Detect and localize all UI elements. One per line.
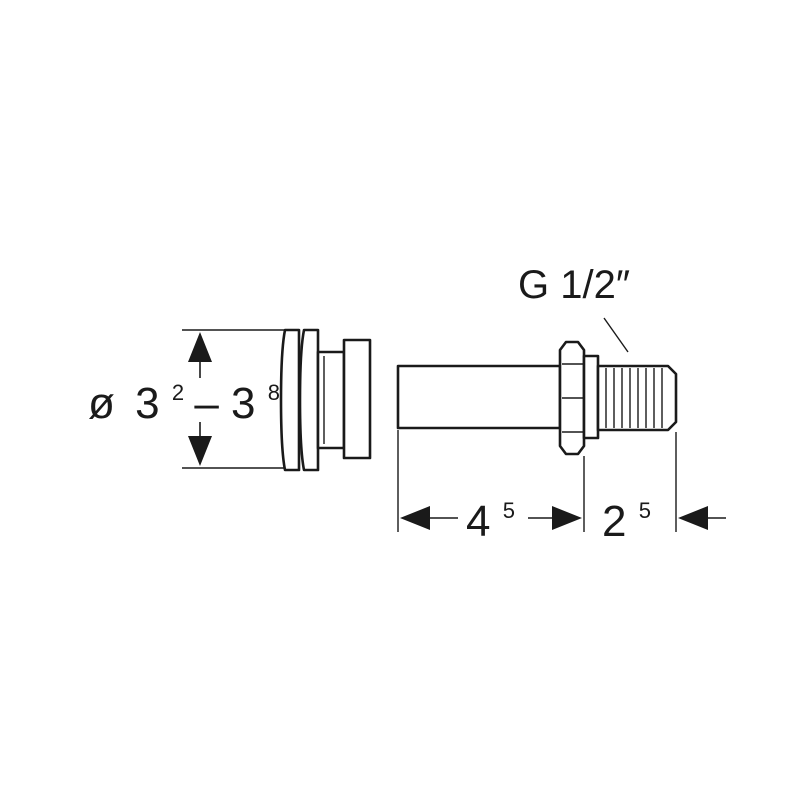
thread-length-sup: 5 — [639, 498, 651, 523]
pipe-length-label: 4 5 — [466, 497, 515, 546]
pipe-length-main: 4 — [466, 497, 490, 546]
thread-length-label: 2 5 — [602, 497, 651, 546]
pipe-length-arrow-left — [400, 506, 430, 530]
diameter-min-sup: 2 — [172, 380, 184, 405]
pipe-body — [396, 364, 562, 430]
diameter-label: ø 3 2 – 3 8 — [88, 361, 280, 428]
diameter-arrow-down — [188, 436, 212, 466]
diameter-symbol: ø — [88, 379, 115, 428]
rosette-bushing — [342, 338, 372, 460]
diameter-min-main: 3 — [135, 379, 159, 428]
rosette-neck — [316, 350, 346, 450]
diameter-dimension — [188, 332, 212, 466]
nut-collar — [582, 354, 600, 440]
connector-pipe — [396, 340, 678, 456]
diameter-dash: – — [194, 379, 219, 428]
diameter-arrow-up — [188, 332, 212, 362]
rosette-part — [279, 328, 372, 472]
thread-leader — [603, 317, 629, 353]
thread-section — [596, 364, 678, 432]
thread-length-arrow — [678, 506, 708, 530]
thread-length-main: 2 — [602, 497, 626, 546]
pipe-length-arrow-right — [552, 506, 582, 530]
rosette-outer-flange — [279, 328, 301, 472]
pipe-length-sup: 5 — [503, 498, 515, 523]
thread-label: G 1/2″ — [518, 263, 630, 307]
thread-length-dimension — [678, 506, 726, 530]
rosette-inner-flange — [298, 328, 320, 472]
thread-lines — [605, 368, 663, 428]
diameter-max-sup: 8 — [268, 380, 280, 405]
diameter-max-main: 3 — [231, 379, 255, 428]
pipe-length-dimension — [400, 506, 582, 530]
